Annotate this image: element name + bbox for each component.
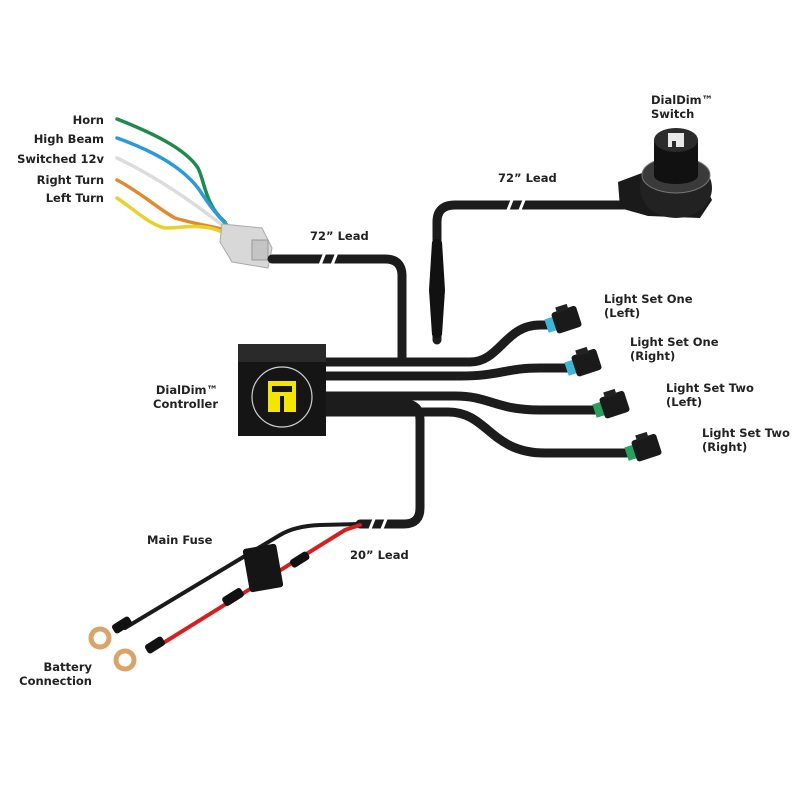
- label-high-beam: High Beam: [33, 132, 104, 146]
- cable-output-3: [320, 391, 605, 415]
- label-output-2-line1: Light Set One: [630, 335, 719, 349]
- label-controller-line1: DialDim™: [155, 383, 218, 397]
- connector-light-set-two-left: [592, 388, 630, 419]
- connector-light-set-one-left: [544, 303, 582, 334]
- label-output-4-line1: Light Set Two: [702, 426, 790, 440]
- label-input-lead: 72” Lead: [310, 229, 369, 243]
- dialdim-controller: [238, 344, 326, 436]
- label-right-turn: Right Turn: [36, 173, 104, 187]
- dialdim-switch: [618, 128, 712, 218]
- lead-break-marks: [316, 194, 528, 535]
- main-fuse: [222, 543, 310, 606]
- ring-terminal-positive: [113, 648, 137, 672]
- inline-connector: [429, 239, 445, 339]
- label-output-2-line2: (Right): [630, 349, 676, 363]
- battery-wires: [123, 522, 362, 647]
- wire-negative: [123, 522, 362, 630]
- harness-cables: [267, 200, 637, 529]
- label-output-4-line2: (Right): [702, 440, 748, 454]
- label-left-turn: Left Turn: [45, 191, 104, 205]
- wire-switched-12v: [115, 156, 228, 230]
- input-wires: [115, 117, 228, 236]
- wire-high-beam: [115, 136, 228, 226]
- label-switch-line2: Switch: [651, 107, 695, 121]
- cable-switch-lead: [432, 200, 630, 345]
- input-connector: [219, 223, 273, 269]
- label-switched-12v: Switched 12v: [17, 152, 104, 166]
- label-switch-line1: DialDim™: [651, 93, 714, 107]
- wire-horn: [115, 117, 227, 224]
- cable-output-4: [320, 407, 637, 458]
- label-horn: Horn: [72, 113, 104, 127]
- label-power-lead: 20” Lead: [350, 548, 409, 562]
- ring-terminal-negative: [88, 626, 112, 650]
- label-main-fuse: Main Fuse: [147, 533, 213, 547]
- ring-terminals: [88, 616, 165, 672]
- label-output-3-line1: Light Set Two: [666, 381, 754, 395]
- cable-output-2: [320, 363, 577, 381]
- output-connectors: [544, 303, 662, 462]
- connector-light-set-one-right: [564, 346, 602, 377]
- label-switch-lead: 72” Lead: [498, 171, 557, 185]
- cable-output-1: [320, 320, 557, 367]
- label-output-1-line1: Light Set One: [604, 292, 693, 306]
- connector-light-set-two-right: [624, 431, 662, 462]
- wire-positive: [158, 523, 362, 647]
- label-controller-line2: Controller: [153, 397, 218, 411]
- cable-power-lead: [320, 399, 425, 529]
- label-battery-line1: Battery: [43, 660, 93, 674]
- label-output-1-line2: (Left): [604, 306, 641, 320]
- label-battery-line2: Connection: [19, 674, 92, 688]
- cable-input-lead: [267, 254, 407, 367]
- label-output-3-line2: (Left): [666, 395, 703, 409]
- wire-left-turn: [115, 196, 228, 236]
